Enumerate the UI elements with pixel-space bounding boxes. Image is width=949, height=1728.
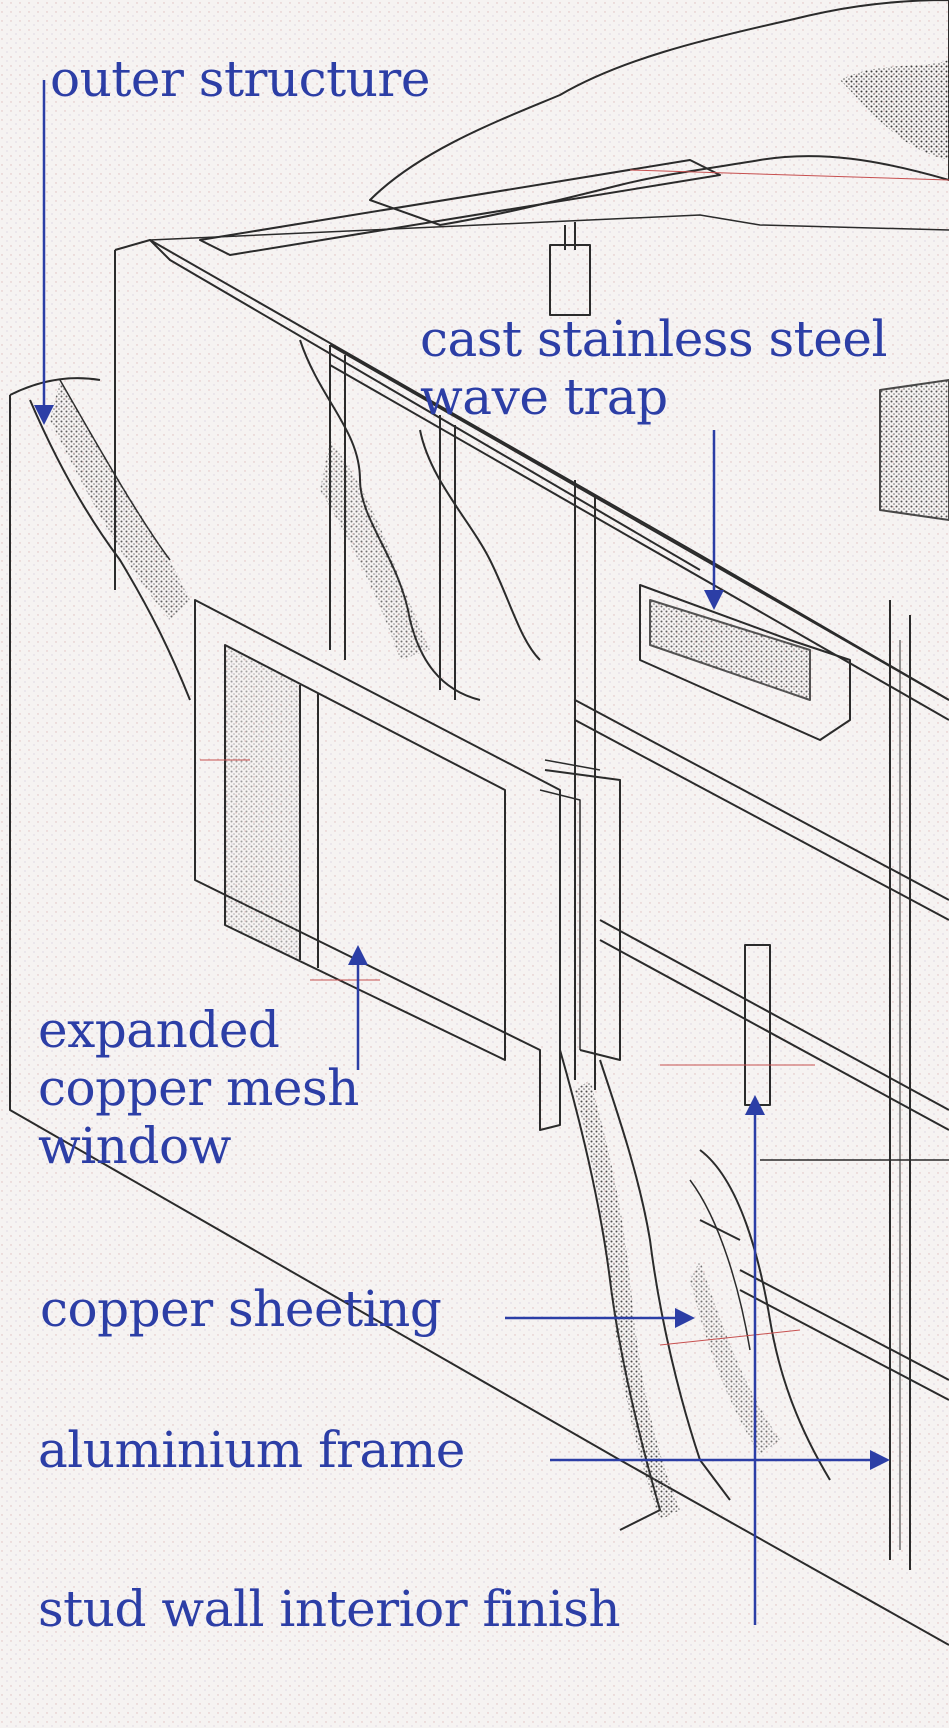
outer-wall-slab [9, 395, 949, 1646]
frame-horizontal-3 [599, 919, 949, 1111]
outer-wall-shade [50, 380, 190, 620]
outer-structure-label: outer structure [50, 50, 430, 108]
pipe-stub [549, 244, 591, 316]
copper-mesh-window-label: expanded copper mesh window [38, 1001, 359, 1175]
mesh-window-shade [225, 645, 300, 960]
mesh-window-frame-outer [194, 599, 561, 1131]
wave-trap-slot [649, 599, 811, 701]
line-art [9, 0, 949, 1646]
outer-structure-shadow [840, 60, 949, 160]
stud-finish-shade [575, 1080, 680, 1520]
vent-grille [879, 379, 949, 521]
construction-lines [200, 169, 949, 1346]
frame-vertical-4 [889, 600, 911, 1570]
frame-horizontal-4 [739, 1269, 949, 1381]
frame-horizontal-1 [329, 344, 949, 701]
frame-horizontal-2 [574, 699, 949, 901]
wave-trap-label: cast stainless steel wave trap [420, 310, 887, 426]
wave-trap-box [639, 584, 851, 741]
copper-sheeting-shade [320, 440, 430, 660]
outer-wall-rough-edge [29, 399, 191, 701]
stud-wall-label: stud wall interior finish [38, 1580, 621, 1638]
frame-vertical-2 [439, 415, 456, 700]
stud-finish-tear [599, 1059, 731, 1501]
copper-sheeting-label: copper sheeting [40, 1280, 442, 1338]
aluminium-frame-label: aluminium frame [38, 1421, 465, 1479]
frame-vertical-3 [574, 480, 596, 1090]
